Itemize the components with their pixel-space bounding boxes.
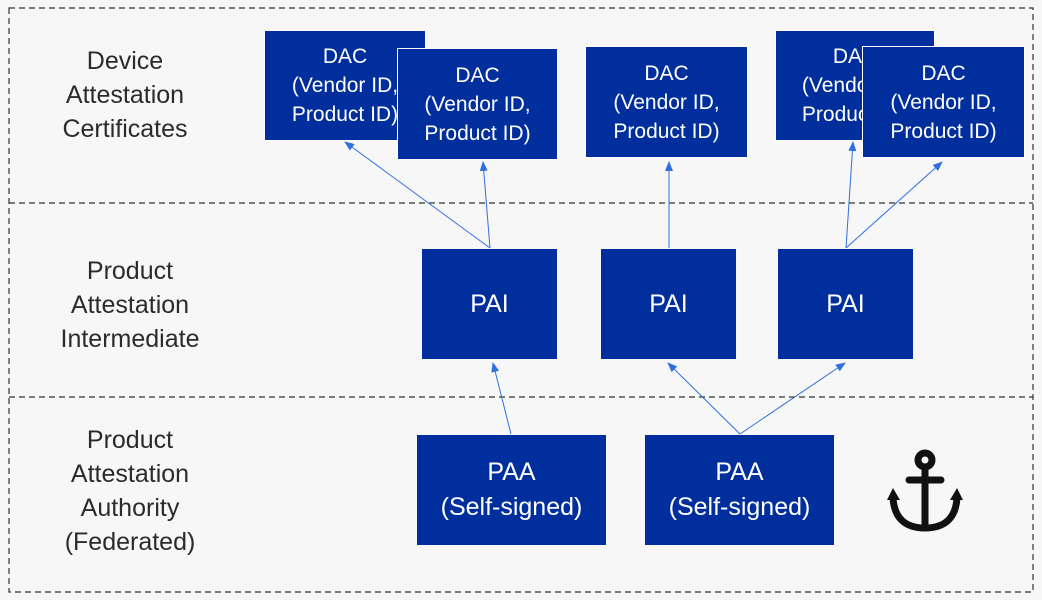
dac-box-5: DAC (Vendor ID, Product ID) [862, 46, 1025, 158]
pai-box-3: PAI [778, 249, 913, 359]
pai-box-1: PAI [422, 249, 557, 359]
layer-label-device-attestation-certificates: Device Attestation Certificates [62, 47, 188, 143]
arrow-pai1-dac2 [479, 161, 491, 249]
layer-label-product-attestation-authority: Product Attestation Authority (Federated… [64, 426, 196, 556]
arrow-paa2-pai2 [667, 362, 741, 435]
arrow-pai3-dac4 [845, 141, 857, 249]
outer-border [8, 7, 1034, 593]
dac-box-3: DAC (Vendor ID, Product ID) [585, 46, 748, 158]
arrow-paa2-pai3 [739, 362, 846, 435]
pai-box-2: PAI [601, 249, 736, 359]
arrow-pai3-dac5 [845, 161, 943, 249]
arrow-pai1-dac1 [344, 141, 491, 249]
paa-box-1: PAA (Self-signed) [417, 435, 606, 545]
dac-box-2: DAC (Vendor ID, Product ID) [397, 48, 558, 160]
layer-label-product-attestation-intermediate: Product Attestation Intermediate [60, 257, 200, 353]
anchor-icon [887, 449, 963, 532]
arrow-paa1-pai1 [491, 362, 512, 435]
paa-box-2: PAA (Self-signed) [645, 435, 834, 545]
